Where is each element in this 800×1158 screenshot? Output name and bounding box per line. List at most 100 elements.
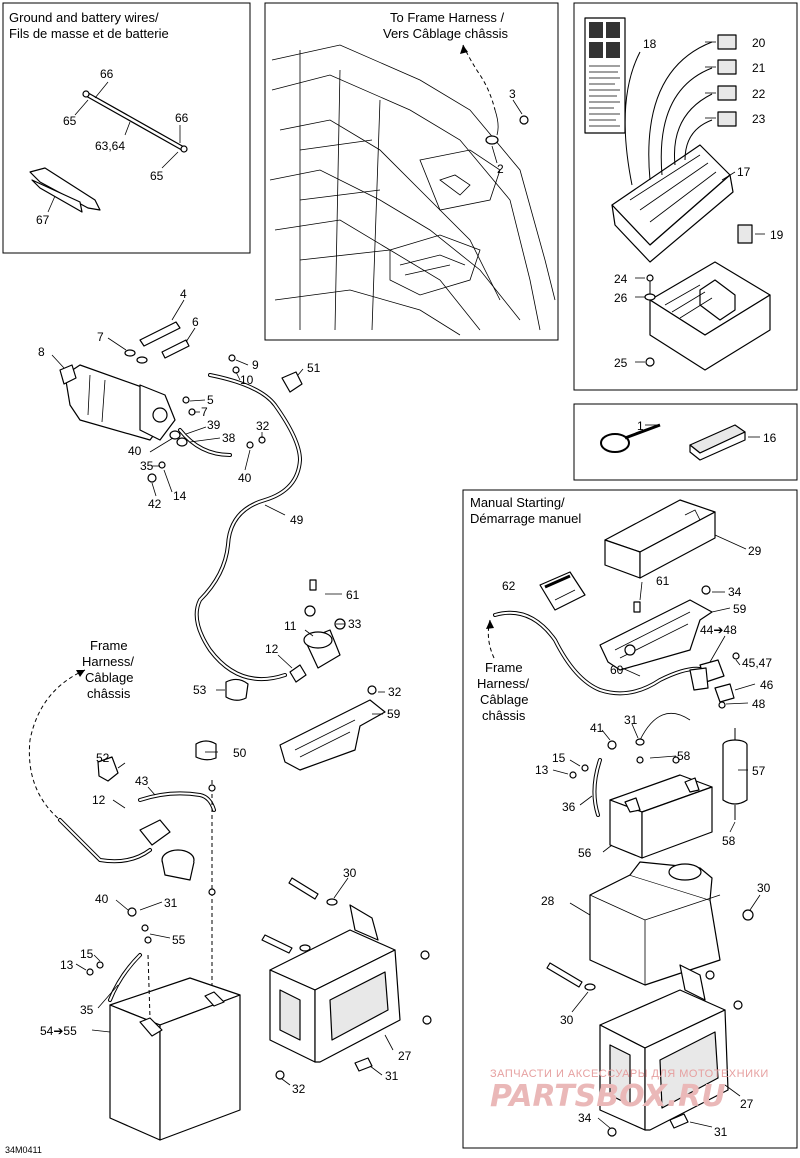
label-23: 23: [752, 112, 766, 126]
label-43: 43: [135, 774, 149, 788]
label-4: 4: [180, 287, 187, 301]
label-40c: 40: [95, 892, 109, 906]
label-34a: 34: [728, 585, 742, 599]
label-35a: 35: [140, 459, 154, 473]
label-25: 25: [614, 356, 628, 370]
label-31d: 31: [714, 1125, 728, 1139]
fuse-arrows: [624, 41, 713, 186]
label-2: 2: [497, 162, 504, 176]
capacitor-part-57: [722, 728, 748, 820]
label-65a: 65: [63, 114, 77, 128]
harness-route-dashed: [462, 44, 496, 111]
cap-part-53: [225, 678, 249, 701]
label-14: 14: [173, 489, 187, 503]
manual-starting-title-fr: Démarrage manuel: [470, 511, 581, 526]
watermark-caption: ЗАПЧАСТИ И АКСЕССУАРЫ ДЛЯ МОТОТЕХНИКИ: [490, 1068, 769, 1080]
label-32b: 32: [388, 685, 402, 699]
boot-part-51: [281, 371, 303, 393]
battery-part-54: [109, 977, 241, 1141]
label-54-55: 54➔55: [40, 1024, 77, 1038]
label-28: 28: [541, 894, 555, 908]
cable-35b: [109, 954, 141, 1001]
manual-starting-title-en: Manual Starting/: [470, 495, 565, 510]
ground-wire-part: [82, 90, 188, 153]
label-67: 67: [36, 213, 50, 227]
label-46: 46: [760, 678, 774, 692]
cable-tie-part-1: [600, 423, 661, 453]
label-5: 5: [207, 393, 214, 407]
label-50: 50: [233, 746, 247, 760]
label-10: 10: [240, 373, 254, 387]
tray-fasteners: [261, 877, 432, 1080]
washer-part-2: [485, 135, 499, 145]
label-41: 41: [590, 721, 604, 735]
harness-part-60: [494, 611, 706, 695]
label-34b: 34: [578, 1111, 592, 1125]
label-21: 21: [752, 61, 766, 75]
label-55a: 55: [172, 933, 186, 947]
nut-part-3: [519, 115, 529, 125]
label-6: 6: [192, 315, 199, 329]
battery-tray-part-27: [269, 904, 401, 1063]
label-33: 33: [348, 617, 362, 631]
cable-36: [593, 759, 601, 816]
label-59a: 59: [387, 707, 401, 721]
kit-part-62: [539, 571, 586, 611]
label-66a: 66: [100, 67, 114, 81]
manual-starting-panel: [462, 489, 798, 1149]
label-42: 42: [148, 497, 162, 511]
frame-harness-left-2: Harness/: [82, 654, 134, 669]
watermark-logo: PARTSBOX.RU: [490, 1079, 726, 1114]
cable-39: [179, 429, 231, 456]
label-12b: 12: [92, 793, 106, 807]
starter-motor-part-8: [59, 364, 176, 441]
label-35b: 35: [80, 1003, 94, 1017]
label-13a: 13: [60, 958, 74, 972]
relay-part-19: [737, 224, 753, 244]
ground-battery-panel: [2, 2, 251, 254]
label-61b: 61: [656, 574, 670, 588]
label-57: 57: [752, 764, 766, 778]
label-30b: 30: [757, 881, 771, 895]
cable-43: [139, 792, 215, 811]
fuse-box-base: [649, 261, 771, 371]
label-53: 53: [193, 683, 207, 697]
label-26: 26: [614, 291, 628, 305]
label-62: 62: [502, 579, 516, 593]
label-7a: 7: [97, 330, 104, 344]
frame-harness-right-3: Câblage: [480, 692, 528, 707]
label-1: 1: [637, 419, 644, 433]
frame-harness-right-4: châssis: [482, 708, 526, 723]
drawing-code: 34M0411: [5, 1145, 42, 1155]
label-52: 52: [96, 751, 110, 765]
label-58a: 58: [677, 749, 691, 763]
battery-cover-part-28: [589, 861, 721, 986]
cap-part-50: [195, 740, 217, 761]
frame-harness-left-4: châssis: [87, 686, 131, 701]
label-24: 24: [614, 272, 628, 286]
label-49: 49: [290, 513, 304, 527]
label-30c: 30: [560, 1013, 574, 1027]
label-15a: 15: [80, 947, 94, 961]
label-59b: 59: [733, 602, 747, 616]
tray-fasteners-b: [546, 962, 743, 1137]
label-32c: 32: [292, 1082, 306, 1096]
frame-harness-right-1: Frame: [485, 660, 523, 675]
label-13b: 13: [535, 763, 549, 777]
label-45-47: 45,47: [742, 656, 772, 670]
battery-part-56: [609, 774, 713, 859]
starter-bolts: [124, 321, 266, 483]
frame-harness-panel: [264, 2, 559, 341]
label-29: 29: [748, 544, 762, 558]
label-30a: 30: [343, 866, 357, 880]
fuse-box-cover-17: [611, 144, 734, 263]
fuse-box-panel: [573, 2, 798, 391]
ties-panel: [573, 403, 798, 481]
label-17: 17: [737, 165, 751, 179]
label-31c: 31: [624, 713, 638, 727]
ground-battery-title-fr: Fils de masse et de batterie: [9, 26, 169, 41]
frame-harness-left-1: Frame: [90, 638, 128, 653]
bracket-part-59: [279, 699, 386, 771]
label-56: 56: [578, 846, 592, 860]
